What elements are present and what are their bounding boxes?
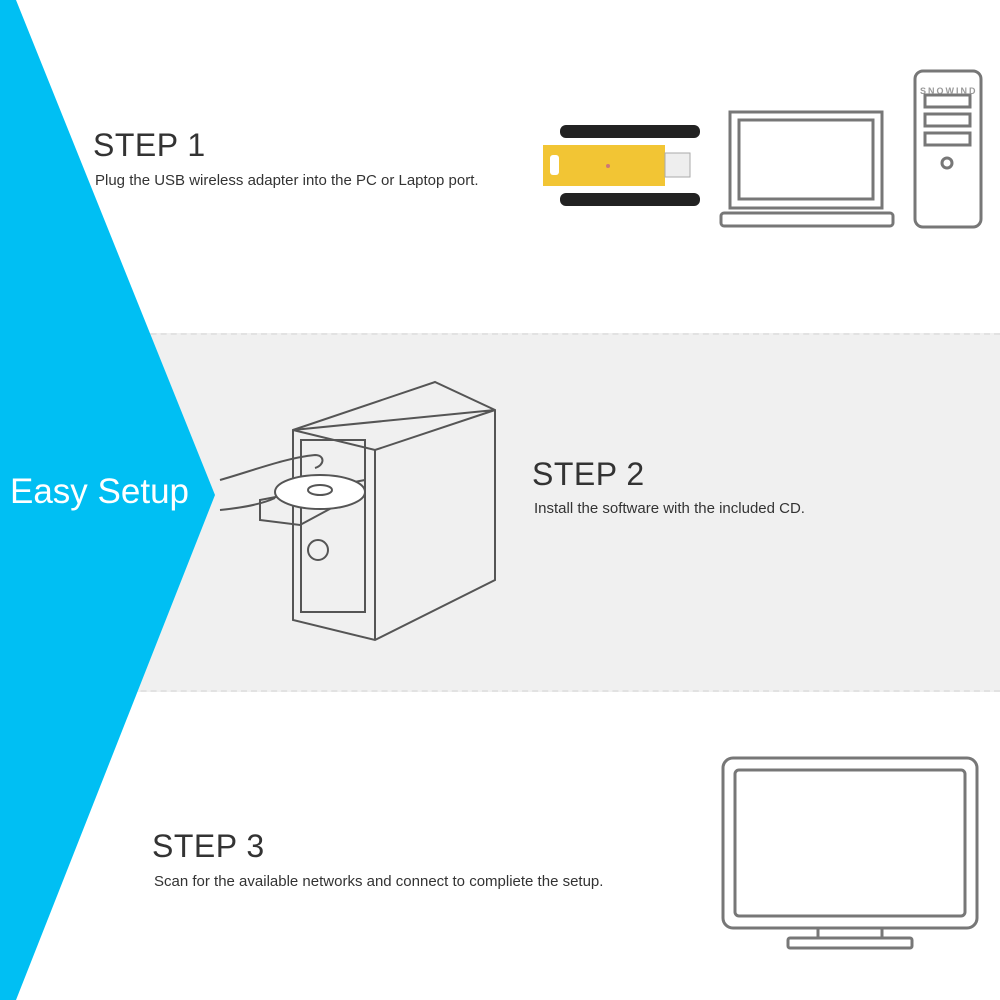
usb-wifi-adapter-icon	[543, 125, 700, 206]
step-2-description: Install the software with the included C…	[534, 500, 805, 517]
step-3-title: STEP 3	[152, 828, 265, 864]
laptop-icon	[719, 110, 895, 228]
desktop-tower-icon	[913, 69, 983, 229]
easy-setup-label: Easy Setup	[10, 472, 189, 511]
blue-arrow-banner	[0, 0, 215, 1000]
watermark-logo: SNOWIND	[920, 86, 978, 96]
step-3-description: Scan for the available networks and conn…	[154, 873, 604, 890]
step-1-description: Plug the USB wireless adapter into the P…	[95, 172, 479, 189]
cd-install-tower-icon	[219, 380, 496, 642]
step-1-title: STEP 1	[93, 127, 206, 163]
step-2-title: STEP 2	[532, 456, 645, 492]
monitor-icon	[721, 756, 979, 950]
